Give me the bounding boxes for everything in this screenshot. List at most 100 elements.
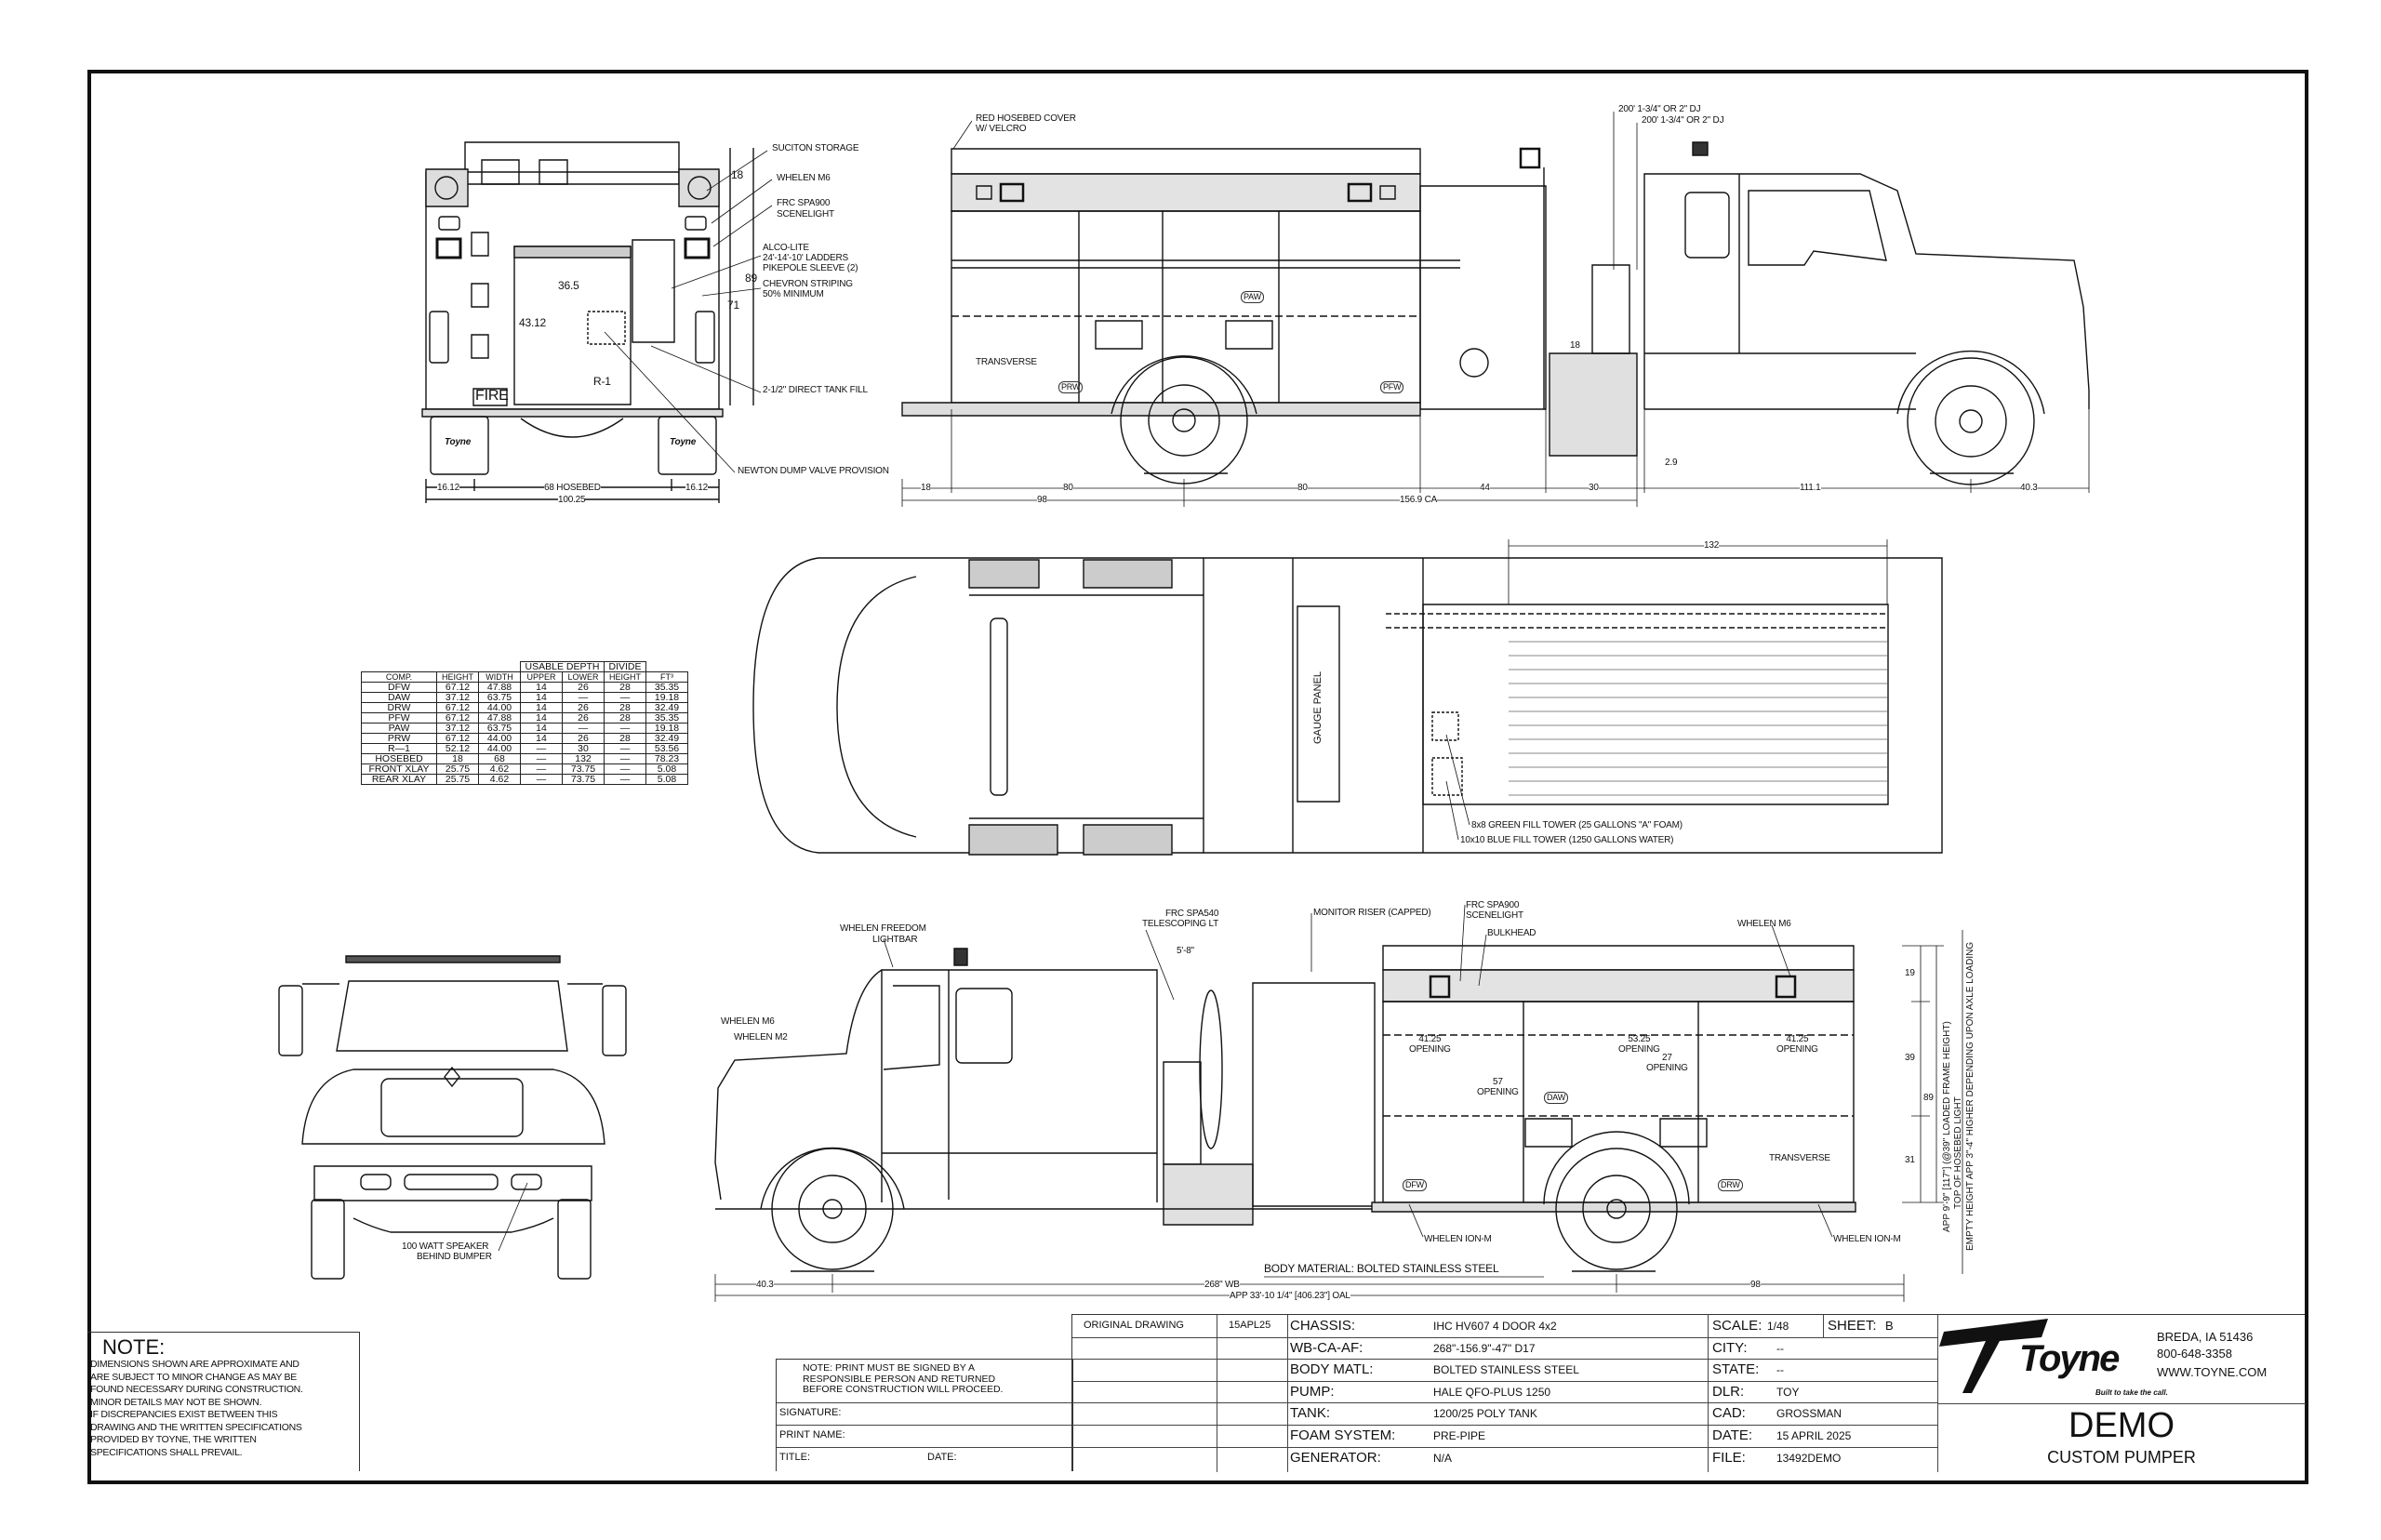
notes-title: NOTE:: [102, 1335, 166, 1359]
table-cell: 47.88: [478, 682, 521, 693]
label-dfw: DFW: [1403, 1179, 1427, 1191]
table-cell: 26: [562, 733, 605, 744]
spec-value: N/A: [1433, 1451, 1453, 1465]
table-cell: 19.18: [645, 692, 688, 703]
spec-label: FOAM SYSTEM:: [1290, 1427, 1396, 1443]
table-cell: 19.18: [645, 723, 688, 734]
spec-value: HALE QFO-PLUS 1250: [1433, 1385, 1551, 1399]
side-view-drawing-lower: [715, 905, 1962, 1302]
signature-field[interactable]: SIGNATURE:: [779, 1407, 842, 1418]
label-transverse: TRANSVERSE: [1769, 1153, 1830, 1163]
dim-2-9: 2.9: [1665, 458, 1678, 468]
table-cell: —: [604, 753, 646, 764]
spec-value: IHC HV607 4 DOOR 4x2: [1433, 1320, 1557, 1333]
label-speaker: 100 WATT SPEAKER: [402, 1241, 489, 1252]
dim-41-25: 41.25: [1786, 1034, 1809, 1044]
sheet-label: SHEET:: [1828, 1318, 1877, 1334]
label-scenelight: SCENELIGHT: [1466, 910, 1523, 921]
table-cell: 132: [562, 753, 605, 764]
label-gauge-panel: GAUGE PANEL: [1312, 670, 1324, 744]
table-cell: 28: [604, 682, 646, 693]
label-whelen-m6: WHELEN M6: [777, 173, 831, 183]
dim-36-5: 36.5: [558, 279, 579, 292]
company-tagline: Built to take the call.: [2095, 1388, 2168, 1397]
table-cell: —: [562, 692, 605, 703]
label-person-height: 5'-8": [1177, 946, 1194, 956]
dim-89: 89: [1923, 1093, 1934, 1103]
spec-value: 1200/25 POLY TANK: [1433, 1407, 1537, 1421]
label-dump-valve: NEWTON DUMP VALVE PROVISION: [738, 466, 889, 476]
table-cell: 4.62: [478, 774, 521, 785]
table-cell: 73.75: [562, 763, 605, 775]
spec-label: TANK:: [1290, 1405, 1331, 1422]
dim-53-25: 53.25: [1628, 1034, 1651, 1044]
table-cell: —: [604, 743, 646, 754]
label-alco-lite: ALCO-LITE: [763, 243, 809, 253]
table-cell: 53.56: [645, 743, 688, 754]
label-overall-height: APP 9'-9" [117"] (@39" LOADED FRAME HEIG…: [1942, 1021, 1952, 1232]
job-value: GROSSMAN: [1776, 1407, 1842, 1421]
label-suction-storage: SUCITON STORAGE: [772, 143, 859, 153]
signoff-note-line: BEFORE CONSTRUCTION WILL PROCEED.: [803, 1384, 1004, 1395]
table-cell: 68: [478, 753, 521, 764]
dim-89: 89: [745, 272, 757, 285]
dim-18: 18: [731, 168, 743, 181]
table-cell: 35.35: [645, 712, 688, 724]
table-cell: 26: [562, 682, 605, 693]
label-blue-fill-tower: 10x10 BLUE FILL TOWER (1250 GALLONS WATE…: [1460, 835, 1674, 845]
table-cell: 67.12: [436, 682, 479, 693]
label-spa540: FRC SPA540: [1165, 909, 1219, 919]
table-cell: 25.75: [436, 774, 479, 785]
label-whelen-m6-left: WHELEN M6: [721, 1016, 775, 1027]
rear-view-drawing: [422, 142, 772, 503]
label-tank-fill: 2-1/2" DIRECT TANK FILL: [763, 385, 868, 395]
print-name-field[interactable]: PRINT NAME:: [779, 1429, 845, 1440]
table-cell: 30: [562, 743, 605, 754]
dim-front-overhang: 40.3: [756, 1280, 774, 1290]
table-cell: 26: [562, 702, 605, 713]
dim-71: 71: [727, 299, 739, 312]
label-paw: PAW: [1241, 291, 1264, 303]
table-cell: 18: [436, 753, 479, 764]
table-cell: 28: [604, 702, 646, 713]
dim-overall-length: APP 33'-10 1/4" [406.23"] OAL: [1230, 1291, 1350, 1301]
job-value: 13492DEMO: [1776, 1451, 1842, 1465]
job-label: STATE:: [1712, 1361, 1760, 1378]
table-cell: 37.12: [436, 723, 479, 734]
job-label: DATE:: [1712, 1427, 1753, 1443]
note-line: DIMENSIONS SHOWN ARE APPROXIMATE AND: [90, 1359, 299, 1370]
plan-view-drawing: [753, 539, 1942, 855]
company-website[interactable]: WWW.TOYNE.COM: [2157, 1365, 2268, 1379]
label-dj-2: 200' 1-3/4" OR 2" DJ: [1642, 115, 1724, 126]
table-cell: 73.75: [562, 774, 605, 785]
opening-text: OPENING: [1618, 1044, 1660, 1055]
label-whelen-m2: WHELEN M2: [734, 1032, 788, 1042]
company-address: BREDA, IA 51436: [2157, 1330, 2254, 1344]
spec-grid: ORIGINAL DRAWING 15APL25 CHASSIS:IHC HV6…: [1071, 1314, 2306, 1472]
label-prw: PRW: [1058, 381, 1084, 393]
title-field[interactable]: TITLE:: [779, 1452, 811, 1463]
label-pfw: PFW: [1380, 381, 1404, 393]
label-scenelight: SCENELIGHT: [777, 209, 834, 219]
date-field[interactable]: DATE:: [927, 1452, 957, 1463]
table-cell: —: [604, 692, 646, 703]
dim-30: 30: [1589, 483, 1599, 493]
label-telescoping: TELESCOPING LT: [1142, 919, 1219, 929]
company-logo-text: Toyne: [2019, 1338, 2120, 1379]
dim-111-1: 111.1: [1800, 483, 1821, 493]
spec-label: CHASSIS:: [1290, 1318, 1356, 1334]
job-value: TOY: [1776, 1385, 1800, 1399]
spec-value: 268"-156.9"-47" D17: [1433, 1341, 1536, 1355]
drawing-frame: [87, 70, 2308, 1484]
table-cell: 37.12: [436, 692, 479, 703]
table-cell: DRW: [361, 702, 437, 713]
label-ladders: 24'-14'-10' LADDERS: [763, 253, 848, 263]
table-cell: —: [604, 723, 646, 734]
spec-label: BODY MATL:: [1290, 1361, 1374, 1378]
table-cell: 44.00: [478, 743, 521, 754]
